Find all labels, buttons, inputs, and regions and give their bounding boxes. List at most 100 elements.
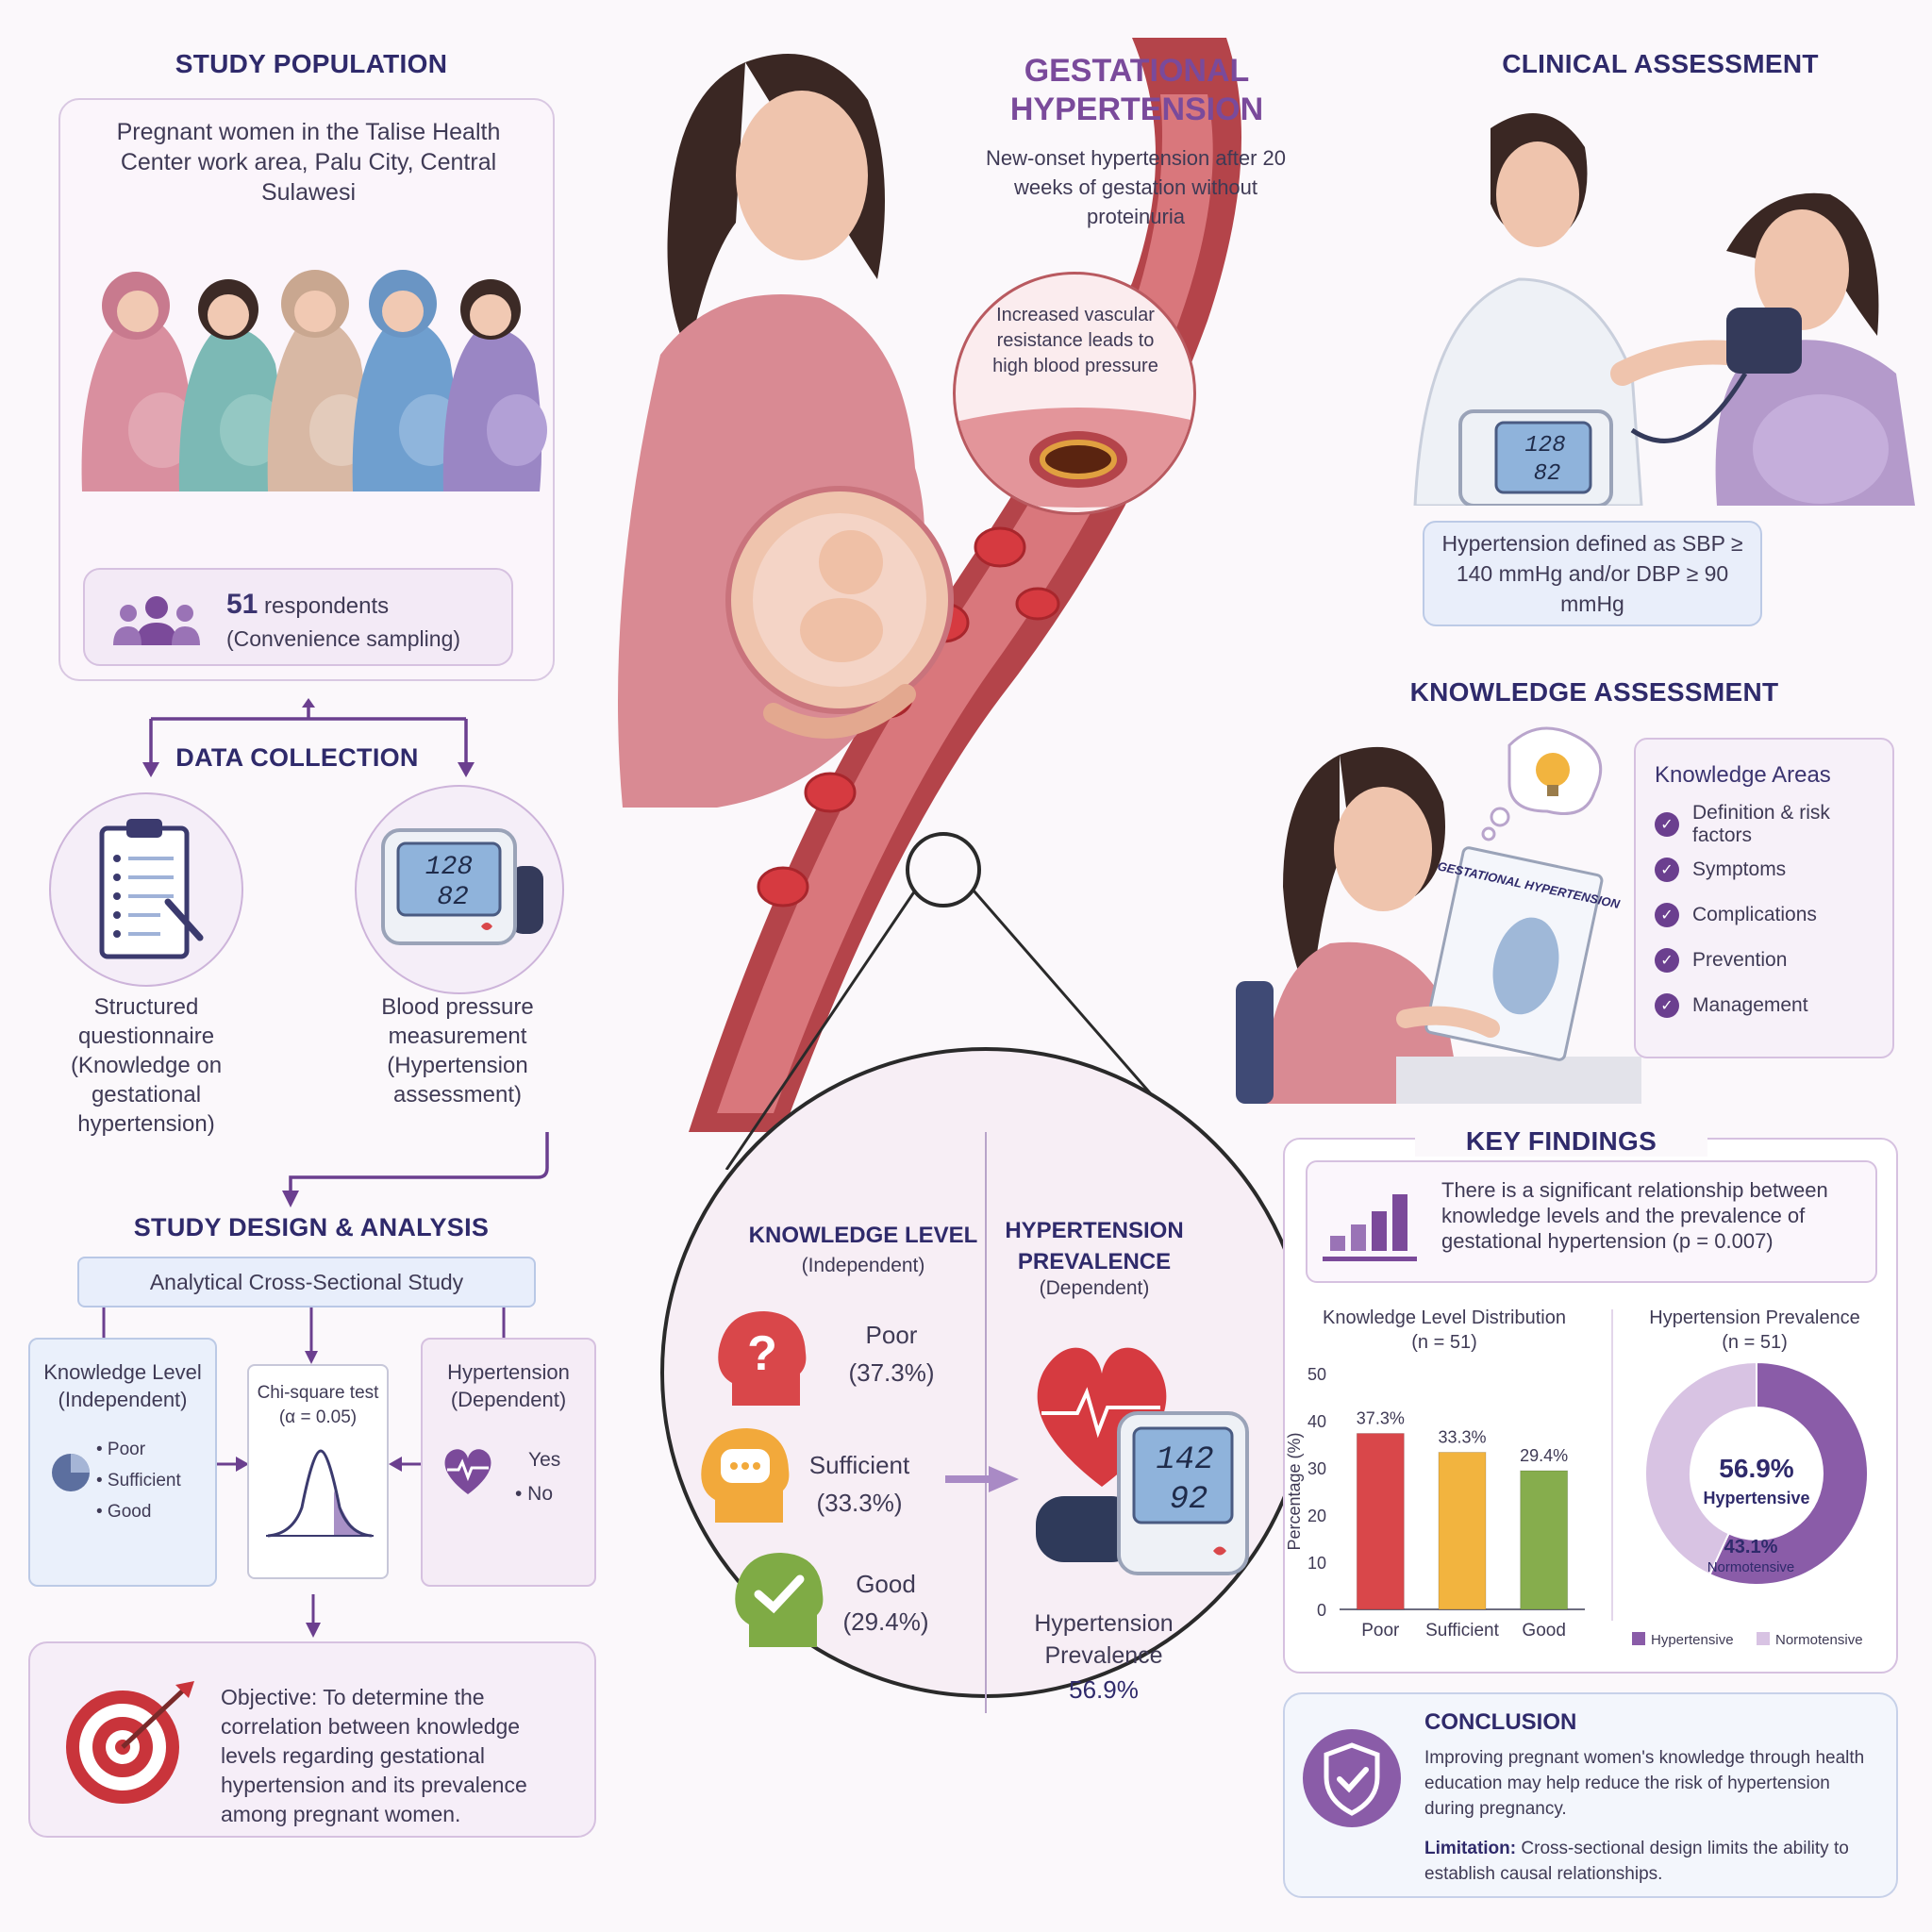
distribution-curve-icon xyxy=(266,1449,374,1538)
area-symptoms: ✓Symptoms xyxy=(1655,847,1874,892)
arrow-left-icon xyxy=(389,1457,421,1472)
woman-reading-illustration: GESTATIONAL HYPERTENSION xyxy=(1236,726,1641,1104)
findings-statement: There is a significant relationship betw… xyxy=(1441,1178,1828,1253)
area-complications: ✓Complications xyxy=(1655,892,1874,938)
y-tick-label: 50 xyxy=(1307,1365,1326,1384)
legend-swatch xyxy=(1632,1632,1645,1645)
dependent-title: Hypertension (Dependent) xyxy=(447,1360,570,1411)
x-tick-label: Poor xyxy=(1361,1621,1400,1641)
knowledge-areas-title: Knowledge Areas xyxy=(1655,762,1831,788)
pie-chart-title: Hypertension Prevalence xyxy=(1649,1307,1860,1328)
x-tick-label: Sufficient xyxy=(1425,1621,1500,1641)
heartbeat-icon xyxy=(444,1449,491,1494)
clinical-assessment-title: CLINICAL ASSESSMENT xyxy=(1502,49,1819,78)
prevalence-label: Hypertension Prevalence xyxy=(1034,1610,1174,1669)
respondents-box: 51 respondents (Convenience sampling) xyxy=(83,568,513,666)
level-sufficient-label: Sufficient xyxy=(808,1451,910,1479)
bar-sufficient xyxy=(1438,1452,1487,1610)
gestational-definition: New-onset hypertension after 20 weeks of… xyxy=(986,146,1286,228)
respondents-label: respondents xyxy=(264,593,390,619)
knowledge-level-title: KNOWLEDGE LEVEL xyxy=(748,1223,978,1248)
population-description: Pregnant women in the Talise Health Cent… xyxy=(116,119,501,206)
bp-display-top: 128 xyxy=(425,853,473,882)
legend-swatch xyxy=(1757,1632,1770,1645)
donut-secondary-label: Normotensive xyxy=(1707,1559,1795,1575)
check-icon: ✓ xyxy=(1655,812,1679,837)
prevalence-sub: (Dependent) xyxy=(1039,1277,1150,1299)
bp-display-bottom: 82 xyxy=(437,883,469,912)
y-tick-label: 30 xyxy=(1307,1459,1326,1478)
svg-text:?: ? xyxy=(747,1326,777,1381)
check-icon: ✓ xyxy=(1655,903,1679,927)
area-management: ✓Management xyxy=(1655,983,1874,1028)
study-design-title: STUDY DESIGN & ANALYSIS xyxy=(133,1213,490,1241)
shield-check-icon xyxy=(1303,1729,1401,1827)
conclusion-title: CONCLUSION xyxy=(1424,1709,1577,1735)
level-poor-label: Poor xyxy=(865,1321,918,1349)
gestational-title-line1: GESTATIONAL xyxy=(1024,53,1250,89)
clinical-monitor-top: 128 xyxy=(1524,433,1565,458)
bar-good xyxy=(1520,1470,1569,1610)
respondents-line: 51 respondents xyxy=(226,589,389,621)
questionnaire-circle xyxy=(49,792,243,987)
independent-variable-box: Knowledge Level (Independent) • Poor • S… xyxy=(28,1338,217,1587)
bp-monitor-icon: 128 82 xyxy=(381,828,543,945)
pie-chart-subtitle: (n = 51) xyxy=(1722,1332,1788,1353)
level-good-pct: (29.4%) xyxy=(842,1607,929,1636)
hypertension-definition-box: Hypertension defined as SBP ≥ 140 mmHg a… xyxy=(1423,521,1762,626)
bp-measurement-label: Blood pressure measurement (Hypertension… xyxy=(381,994,534,1108)
knowledge-assessment-title: KNOWLEDGE ASSESSMENT xyxy=(1409,677,1779,707)
donut-secondary-value: 43.1% xyxy=(1724,1537,1778,1557)
independent-title: Knowledge Level (Independent) xyxy=(43,1360,202,1411)
y-tick-label: 20 xyxy=(1307,1507,1326,1525)
pregnant-woman-illustration xyxy=(618,54,954,808)
objective-text: Objective: To determine the correlation … xyxy=(221,1685,527,1826)
y-tick-label: 0 xyxy=(1317,1601,1326,1620)
question-head-icon: ? xyxy=(718,1311,807,1406)
prevalence-title-line2: PREVALENCE xyxy=(1017,1249,1172,1274)
branch-arrows xyxy=(142,698,475,777)
y-axis-label: Percentage (%) xyxy=(1285,1432,1304,1550)
arrow-right-icon xyxy=(217,1457,249,1472)
bar-value-label: 33.3% xyxy=(1438,1428,1486,1447)
dependent-no: • No xyxy=(515,1483,554,1505)
check-icon: ✓ xyxy=(1655,993,1679,1018)
y-tick-label: 10 xyxy=(1307,1554,1326,1573)
limitation-body: Cross-sectional design limits the abilit… xyxy=(1424,1839,1849,1884)
level-good-label: Good xyxy=(856,1570,916,1598)
pregnant-women-group-illustration xyxy=(81,270,547,491)
donut-center-value: 56.9% xyxy=(1719,1454,1793,1483)
dependent-yes: Yes xyxy=(528,1449,561,1471)
chi-square-alpha: (α = 0.05) xyxy=(278,1407,358,1427)
prevalence-title: HYPERTENSION PREVALENCE xyxy=(1000,1215,1189,1277)
knowledge-level-sub: (Independent) xyxy=(801,1255,925,1276)
objective-card: Objective: To determine the correlation … xyxy=(28,1641,596,1838)
gestational-title-line2: HYPERTENSION xyxy=(1009,92,1264,127)
charts-divider xyxy=(1611,1309,1613,1621)
level-poor-pct: (37.3%) xyxy=(848,1358,935,1387)
x-tick-label: Good xyxy=(1522,1621,1565,1641)
independent-level-poor: • Poor xyxy=(96,1440,146,1459)
prevalence-value: 56.9% xyxy=(1069,1675,1139,1704)
level-sufficient-pct: (33.3%) xyxy=(816,1489,903,1517)
vascular-zoom-circle: Increased vascular resistance leads to h… xyxy=(953,272,1196,515)
questionnaire-label: Structured questionnaire (Knowledge on g… xyxy=(70,994,223,1137)
prevalence-title-line1: HYPERTENSION xyxy=(1005,1218,1184,1243)
independent-level-sufficient: • Sufficient xyxy=(96,1471,181,1491)
y-tick-label: 40 xyxy=(1307,1412,1326,1431)
vascular-note: Increased vascular resistance leads to h… xyxy=(992,305,1158,376)
independent-levels: • Poor • Sufficient • Good xyxy=(96,1434,181,1527)
donut-slice-hypertensive xyxy=(1708,1360,1869,1586)
bar-chart-icon xyxy=(1323,1194,1417,1261)
donut-center-label: Hypertensive xyxy=(1703,1489,1809,1507)
clinical-monitor-bottom: 82 xyxy=(1534,461,1561,487)
connector-arrow-design xyxy=(282,1132,549,1208)
conclusion-card: CONCLUSION Improving pregnant women's kn… xyxy=(1283,1692,1898,1898)
limitation-label: Limitation: xyxy=(1424,1839,1517,1858)
narrowed-vessel-icon xyxy=(956,408,1193,508)
respondents-count: 51 xyxy=(226,589,258,620)
bar-value-label: 29.4% xyxy=(1520,1446,1568,1465)
arrow-down-objective xyxy=(306,1594,321,1638)
zoom-divider xyxy=(985,1132,987,1713)
check-head-icon xyxy=(735,1553,824,1647)
